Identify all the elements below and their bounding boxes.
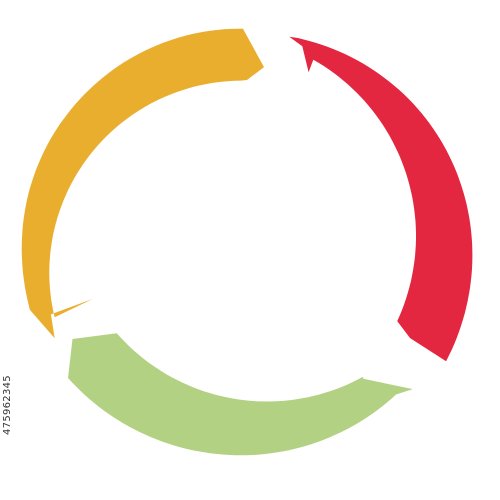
cycle-arrow-green bbox=[68, 333, 413, 456]
cycle-arrow-red-shape bbox=[289, 36, 473, 362]
stock-id-label: 475962345 bbox=[2, 375, 13, 435]
cycle-arrow-red bbox=[289, 36, 473, 362]
cycle-arrow-yellow-shape bbox=[21, 28, 265, 339]
cycle-arrow-green-shape bbox=[68, 333, 413, 456]
cycle-arrow-yellow bbox=[21, 28, 265, 339]
